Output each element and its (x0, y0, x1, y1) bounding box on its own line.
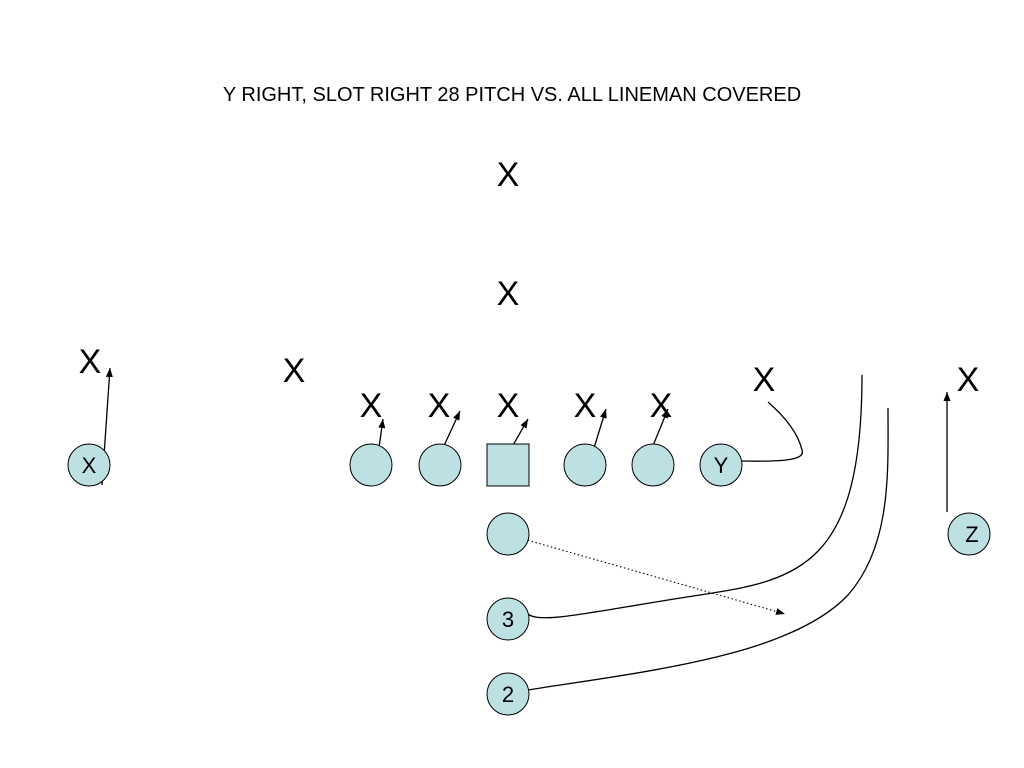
player-y-tight-end: Y (699, 443, 743, 487)
route-tailback-2 (527, 407, 889, 691)
player-x-receiver-label: X (82, 453, 97, 478)
defender-middle-linebacker: X (497, 275, 520, 313)
offense: X Y 3 2 (67, 443, 991, 716)
player-tailback-2-label: 2 (502, 682, 514, 707)
defender-line-2: X (428, 387, 451, 425)
defender-corner-right: X (957, 361, 980, 399)
defender-line-3: X (497, 387, 520, 425)
defender-safety-deep: X (497, 156, 520, 194)
defense: X X X X X X X X X X X (79, 156, 980, 425)
player-center (486, 443, 530, 487)
defender-line-1: X (360, 387, 383, 425)
route-slot-back-3 (527, 374, 863, 619)
play-title: Y RIGHT, SLOT RIGHT 28 PITCH VS. ALL LIN… (222, 84, 802, 106)
player-z-receiver-label: Z (965, 522, 978, 547)
player-x-receiver: X (67, 443, 111, 487)
player-left-guard (418, 443, 462, 487)
player-quarterback (486, 512, 530, 556)
player-right-tackle (631, 443, 675, 487)
player-tailback-2: 2 (486, 672, 530, 716)
assignments (101, 367, 951, 691)
route-y-tight-end (741, 401, 803, 462)
defender-line-5: X (650, 387, 673, 425)
player-left-tackle (349, 443, 393, 487)
player-y-tight-end-label: Y (714, 453, 729, 478)
defender-line-4: X (574, 387, 597, 425)
defender-outside-linebacker-left: X (283, 352, 306, 390)
player-slot-back-3: 3 (486, 597, 530, 641)
player-right-guard (563, 443, 607, 487)
player-z-receiver: Z (947, 512, 991, 556)
defender-corner-left: X (79, 343, 102, 381)
player-slot-back-3-label: 3 (502, 607, 514, 632)
defender-outside-linebacker-right: X (753, 361, 776, 399)
